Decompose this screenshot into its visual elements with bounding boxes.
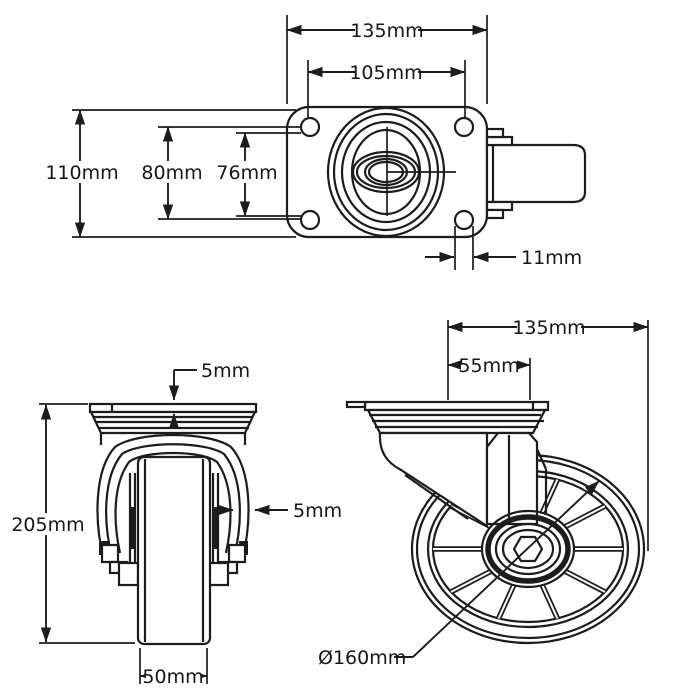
dim-top-hole-spacing-width: 105mm (307, 60, 466, 117)
dim-label-front-205mm: 205mm (11, 514, 84, 536)
dim-label-top-11mm: 11mm (521, 247, 582, 269)
top-view: 135mm 105mm 110mm 80mm (45, 15, 587, 270)
dim-top-inner-depth: 76mm (216, 132, 301, 217)
side-fork-bracket (378, 431, 489, 529)
dim-top-overall-depth: 110mm (45, 109, 296, 238)
bolt-hole-bottom-right (453, 209, 475, 231)
front-yoke-arch (96, 433, 250, 583)
front-swivel-steps (89, 410, 257, 445)
dim-label-front-50mm: 50mm (142, 666, 203, 688)
side-plate (345, 400, 550, 412)
dim-side-wheel-diameter: Ø160mm (318, 480, 600, 669)
side-kingpin-column (485, 431, 548, 526)
dim-front-overall-height: 205mm (11, 403, 135, 644)
dim-side-offset: 55mm (447, 354, 531, 400)
wheel-top-projection (485, 127, 587, 220)
front-wheel (136, 455, 212, 646)
swivel-raceway-rings (326, 106, 456, 238)
side-swivel-steps (366, 408, 547, 435)
dim-front-wheel-width: 50mm (139, 648, 208, 688)
dim-label-side-55mm: 55mm (458, 355, 519, 377)
dim-label-top-76mm: 76mm (216, 162, 277, 184)
bolt-hole-top-right (453, 116, 475, 138)
bolt-hole-bottom-left (299, 209, 321, 231)
dim-label-top-110mm: 110mm (45, 162, 118, 184)
dim-label-side-160mm: Ø160mm (318, 647, 406, 669)
dim-front-plate-thickness: 5mm (168, 360, 250, 429)
side-view: 135mm 55mm Ø160mm (318, 316, 649, 669)
dim-label-side-135mm: 135mm (512, 317, 585, 339)
dim-label-top-135mm: 135mm (350, 20, 423, 42)
dim-label-front-5mm-bracket: 5mm (293, 500, 342, 522)
dim-front-bracket-thickness: 5mm (212, 500, 342, 522)
front-plate (88, 402, 258, 414)
dim-top-hole-spacing-depth: 80mm (141, 126, 301, 220)
dim-top-overall-width: 135mm (286, 15, 488, 104)
dim-label-top-105mm: 105mm (349, 62, 422, 84)
dim-label-top-80mm: 80mm (141, 162, 202, 184)
dim-label-front-5mm-plate: 5mm (201, 360, 250, 382)
dim-top-hole-diameter: 11mm (425, 226, 582, 270)
front-view: 5mm 5mm 205mm 50mm (11, 360, 342, 688)
